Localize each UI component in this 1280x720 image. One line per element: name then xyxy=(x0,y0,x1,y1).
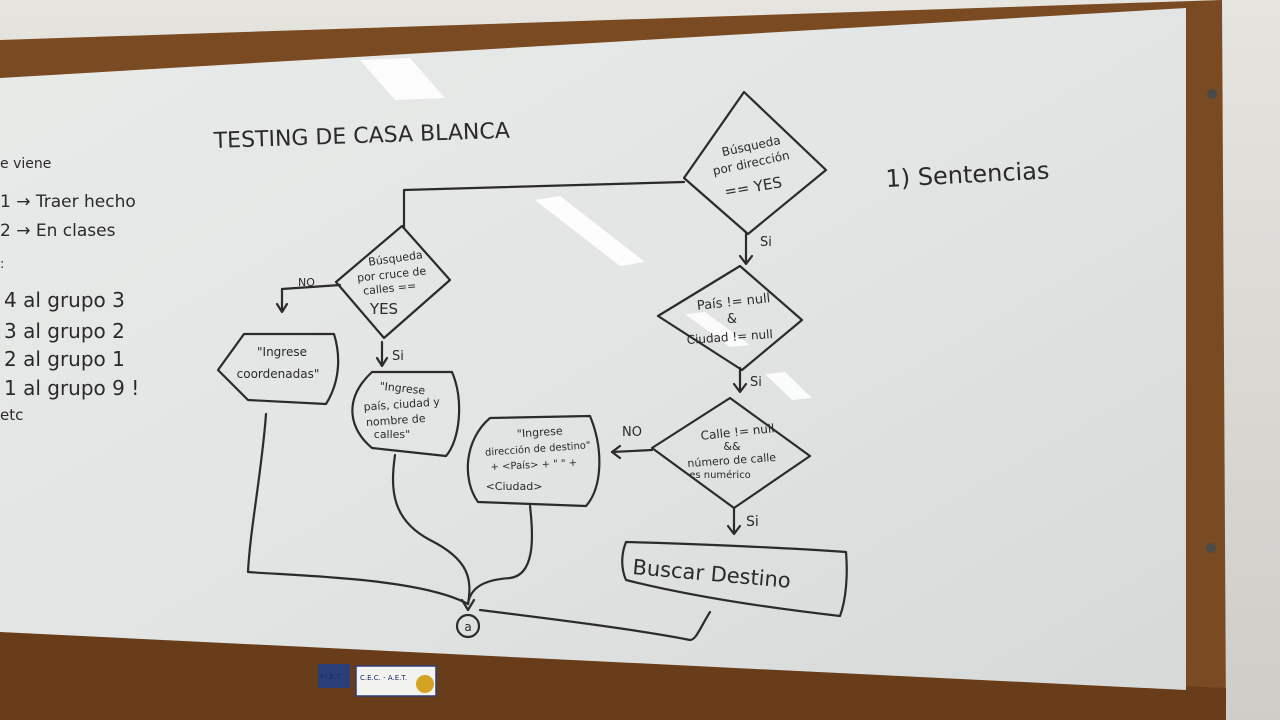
branch-label-no: NO xyxy=(622,425,642,440)
sticker xyxy=(318,664,350,688)
screw xyxy=(1207,89,1217,99)
left-note: 2 al grupo 1 xyxy=(4,347,125,371)
branch-label-no: NO xyxy=(298,276,315,289)
sticker-logo xyxy=(416,675,434,693)
end-node-text: a xyxy=(464,620,471,634)
branch-label-si: Si xyxy=(392,349,404,364)
end-connector: a xyxy=(455,613,481,639)
left-note: 1 al grupo 9 ! xyxy=(4,376,139,400)
left-note: 2 → En clases xyxy=(0,221,116,241)
decision-text: número de calle xyxy=(687,451,777,470)
box-coordenadas: "Ingrese coordenadas" xyxy=(216,332,340,406)
screw xyxy=(1206,543,1216,553)
left-note: etc xyxy=(0,406,23,424)
light-reflection xyxy=(360,58,445,100)
light-reflection xyxy=(765,372,812,400)
box-text: "Ingrese xyxy=(379,380,426,398)
box-text: calles" xyxy=(374,428,410,441)
board-surface xyxy=(0,8,1186,690)
board-frame-bottom xyxy=(0,628,1226,720)
decision-text: && xyxy=(723,440,741,453)
left-note: 3 al grupo 2 xyxy=(4,319,125,343)
decision-busqueda-direccion: Búsqueda por dirección == YES xyxy=(682,90,828,236)
decision-text: calles == xyxy=(362,279,416,298)
decision-text: es numérico xyxy=(689,469,751,481)
sticker-text: F.I.E.T. xyxy=(320,673,342,681)
box-text: país, ciudad y xyxy=(363,395,441,413)
box-text: nombre de xyxy=(366,412,427,429)
box-pais-ciudad: "Ingrese país, ciudad y nombre de calles… xyxy=(351,370,461,458)
decision-text: & xyxy=(727,312,737,327)
decision-text: Ciudad != null xyxy=(686,327,773,347)
left-note: 1 → Traer hecho xyxy=(0,192,136,212)
box-text: + <País> + " " + xyxy=(490,457,577,474)
left-note: 4 al grupo 3 xyxy=(4,288,125,312)
flow-lines xyxy=(246,180,754,642)
branch-label-si: Si xyxy=(750,375,762,390)
box-text: coordenadas" xyxy=(237,367,320,381)
decision-pais-ciudad: País != null & Ciudad != null xyxy=(656,264,804,372)
sticker-text: C.E.C. - A.E.T. xyxy=(360,674,407,682)
left-note: : xyxy=(0,257,4,272)
box-text: <Ciudad> xyxy=(486,480,543,493)
box-text: "Ingrese xyxy=(257,345,307,359)
left-note: e viene xyxy=(0,156,51,172)
branch-label-si: Si xyxy=(760,235,772,250)
light-reflection xyxy=(535,196,645,266)
box-text: "Ingrese xyxy=(516,424,563,440)
light-reflection xyxy=(685,312,750,347)
left-notes: e viene 1 → Traer hecho 2 → En clases : … xyxy=(0,156,139,424)
branch-label-si: Si xyxy=(746,514,759,530)
decision-text: YES xyxy=(369,300,398,318)
